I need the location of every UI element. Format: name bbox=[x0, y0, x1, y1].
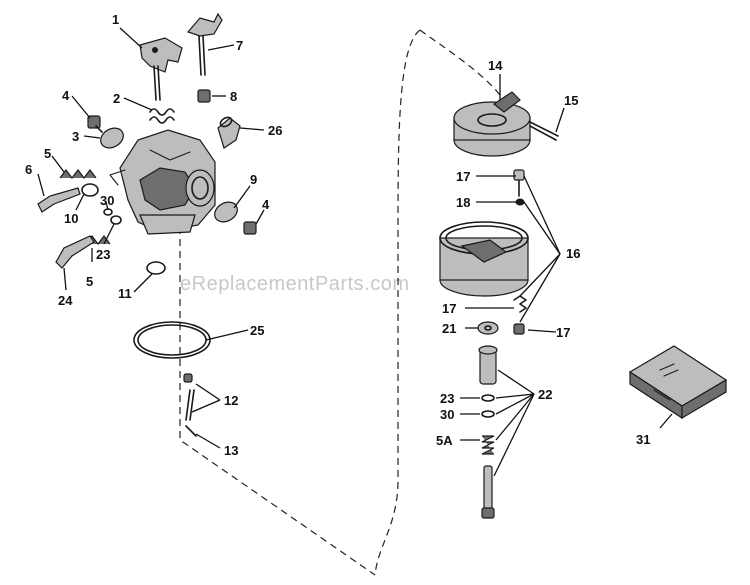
part-18-washer bbox=[515, 198, 525, 206]
callout-5-lower: 5 bbox=[86, 274, 93, 289]
part-12-inlet-needle bbox=[183, 373, 195, 421]
callout-4-upper: 4 bbox=[62, 88, 70, 103]
part-17-bolt-top bbox=[513, 169, 525, 197]
dashed-link-line bbox=[179, 215, 376, 576]
part-8-nut bbox=[197, 89, 211, 103]
part-4-screw-upper bbox=[87, 115, 103, 133]
part-15-float-pin bbox=[529, 121, 559, 141]
part-17-nut-right bbox=[513, 323, 525, 335]
callout-17-mid: 17 bbox=[442, 301, 456, 316]
callout-15: 15 bbox=[564, 93, 578, 108]
part-25-bowl-gasket bbox=[133, 321, 211, 359]
part-2-spring bbox=[149, 108, 175, 124]
part-24-idle-screw bbox=[55, 235, 95, 269]
part-13-pin bbox=[185, 425, 197, 437]
callout-17-right: 17 bbox=[556, 325, 570, 340]
callout-31: 31 bbox=[636, 432, 650, 447]
callout-10: 10 bbox=[64, 211, 78, 226]
part-5-spring-upper bbox=[59, 169, 97, 179]
callout-2: 2 bbox=[113, 91, 120, 106]
callout-1: 1 bbox=[112, 12, 119, 27]
part-11-gasket-small bbox=[146, 261, 166, 275]
callout-24: 24 bbox=[58, 293, 73, 308]
callout-30-right: 30 bbox=[440, 407, 454, 422]
callout-5-upper: 5 bbox=[44, 146, 51, 161]
left-leader-lines bbox=[37, 27, 265, 449]
part-23-washer-left bbox=[110, 215, 122, 225]
part-26-fuel-inlet bbox=[217, 116, 241, 149]
callout-3: 3 bbox=[72, 129, 79, 144]
watermark-text: eReplacementParts.com bbox=[180, 273, 409, 295]
callout-13: 13 bbox=[224, 443, 238, 458]
part-22-jet-assembly bbox=[478, 345, 498, 519]
callout-30-left: 30 bbox=[100, 193, 114, 208]
callout-6: 6 bbox=[25, 162, 32, 177]
callout-21: 21 bbox=[442, 321, 456, 336]
part-3-throttle-plate bbox=[100, 127, 124, 149]
part-14-float bbox=[453, 91, 531, 157]
part-1-throttle-shaft bbox=[139, 37, 183, 101]
callout-23-left: 23 bbox=[96, 247, 110, 262]
right-callouts: 14 15 17 18 16 17 17 21 22 23 30 5A bbox=[436, 58, 580, 448]
part-9-plate bbox=[214, 201, 238, 223]
part-7-choke-shaft bbox=[186, 12, 223, 76]
callout-11: 11 bbox=[118, 286, 132, 301]
part-21-washer bbox=[477, 321, 499, 335]
callout-5A: 5A bbox=[436, 433, 453, 448]
part-17-spring-mid bbox=[513, 295, 527, 313]
callout-8: 8 bbox=[230, 89, 237, 104]
callout-4-lower: 4 bbox=[262, 197, 270, 212]
part-10-o-ring bbox=[81, 183, 99, 197]
callout-18: 18 bbox=[456, 195, 470, 210]
callout-7: 7 bbox=[236, 38, 243, 53]
callout-22: 22 bbox=[538, 387, 552, 402]
part-6-needle-screw bbox=[37, 187, 81, 213]
dashed-group-line bbox=[374, 29, 501, 576]
part-31-repair-kit: 31 bbox=[628, 345, 728, 447]
callout-26: 26 bbox=[268, 123, 282, 138]
callout-17-top: 17 bbox=[456, 169, 470, 184]
callout-14: 14 bbox=[488, 58, 503, 73]
callout-9: 9 bbox=[250, 172, 257, 187]
part-4-screw-lower bbox=[243, 221, 257, 235]
right-leader-lines bbox=[460, 74, 565, 477]
callout-16: 16 bbox=[566, 246, 580, 261]
carburetor-body bbox=[109, 129, 216, 235]
part-16-float-bowl bbox=[439, 221, 529, 297]
callout-25: 25 bbox=[250, 323, 264, 338]
callout-12: 12 bbox=[224, 393, 238, 408]
left-callouts: 1 7 2 8 4 3 26 5 6 9 4 10 30 23 5 24 11 … bbox=[25, 12, 282, 458]
callout-23-right: 23 bbox=[440, 391, 454, 406]
